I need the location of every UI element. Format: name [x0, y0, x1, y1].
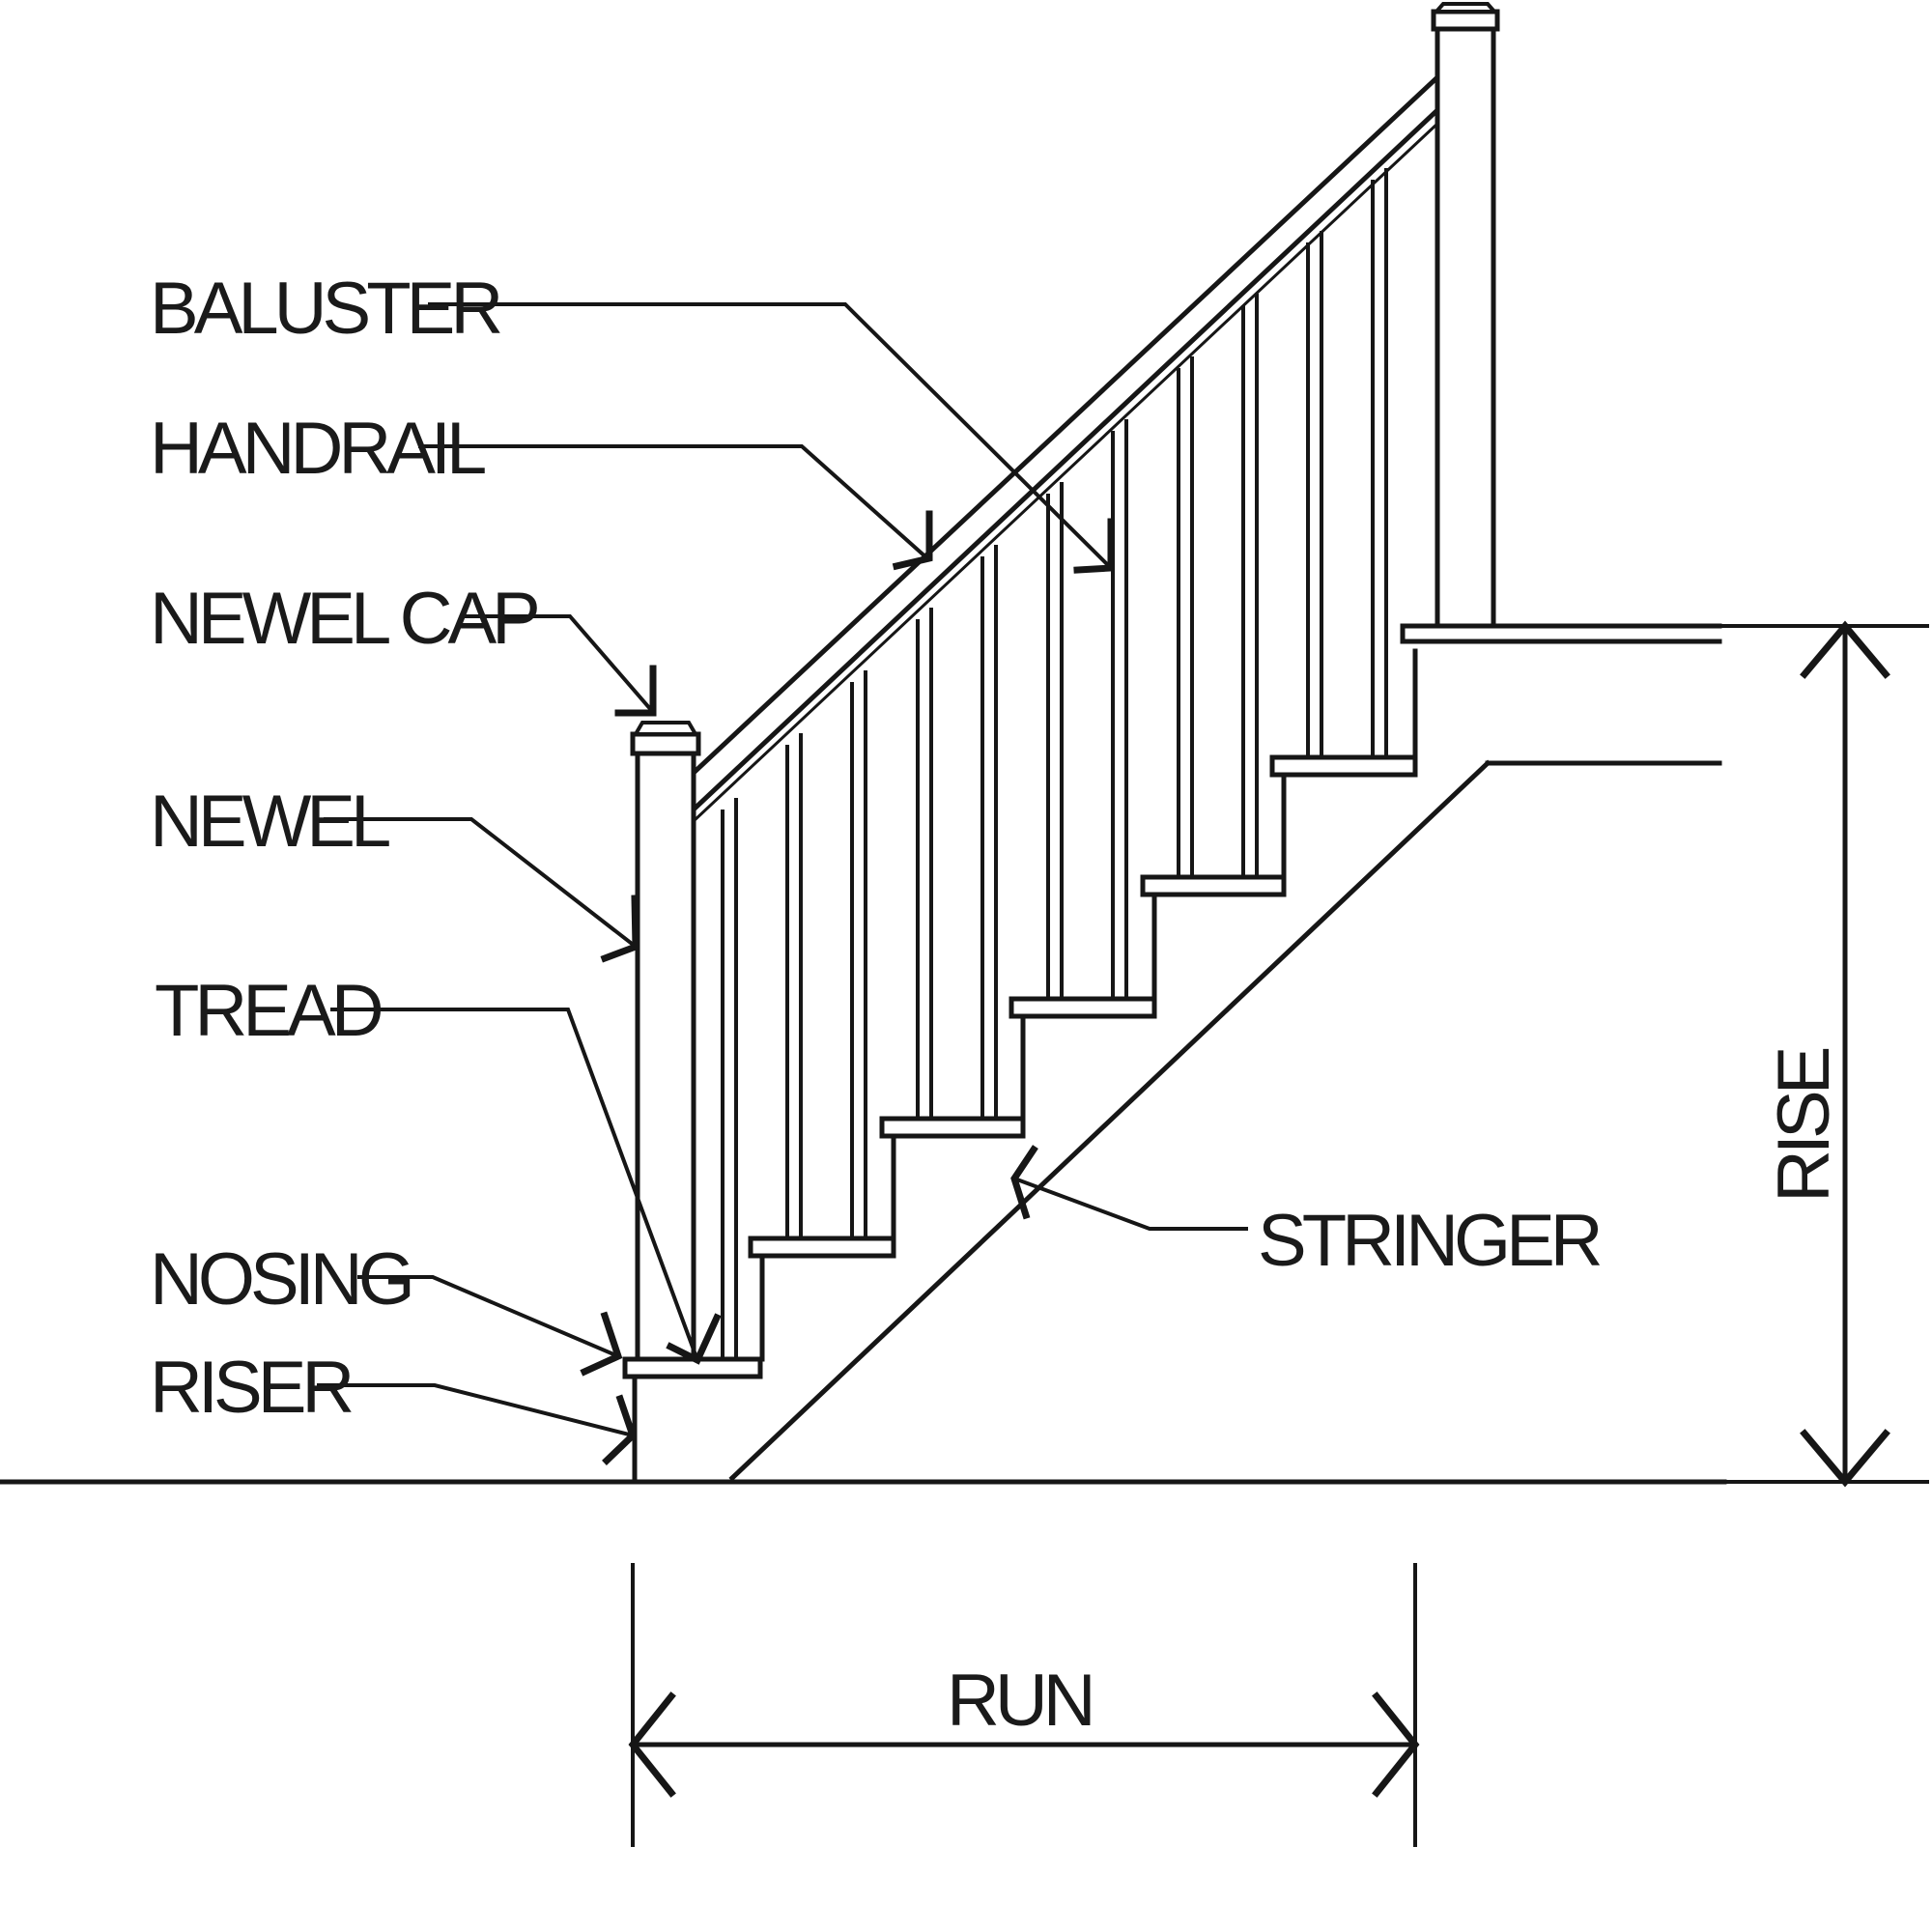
baluster: [1111, 419, 1128, 1001]
rise-dimension: [1713, 620, 1929, 1488]
newel-cap-leader: [465, 614, 657, 717]
nosing-leader: [357, 1275, 623, 1377]
tread: [1009, 996, 1157, 1019]
riser-label: RISER: [150, 1347, 352, 1429]
stair-risers: [632, 648, 1418, 1485]
baluster: [721, 798, 738, 1361]
arrow-left-icon: [628, 1691, 676, 1798]
newel-cap-label: NEWEL CAP: [150, 578, 537, 660]
run-label: RUN: [947, 1660, 1092, 1742]
baluster: [1046, 482, 1064, 1001]
leader-lines: [317, 302, 1248, 1465]
stringer-label: STRINGER: [1258, 1200, 1601, 1282]
tread: [622, 1356, 763, 1379]
handrail-leader: [418, 444, 933, 571]
newel-label: NEWEL: [150, 781, 389, 863]
riser-leader: [317, 1383, 638, 1465]
tread-label: TREAD: [155, 970, 382, 1052]
run-dimension: [628, 1563, 1420, 1847]
arrowhead-icon: [600, 895, 639, 963]
bottom-newel-post: [630, 721, 701, 1362]
tread: [1269, 754, 1418, 778]
newel-cap-top: [632, 721, 699, 736]
stair-treads: [622, 754, 1418, 1379]
baluster: [1371, 168, 1388, 759]
arrowhead-icon: [1073, 518, 1115, 574]
baluster: [1241, 294, 1259, 879]
arrowhead-icon: [614, 665, 657, 717]
arrowhead-icon: [580, 1311, 623, 1377]
arrowhead-icon: [666, 1313, 722, 1365]
baluster: [980, 545, 998, 1121]
baluster: [1306, 231, 1323, 759]
arrowhead-icon: [602, 1394, 638, 1465]
top-newel-post: [1431, 2, 1500, 629]
arrow-up-icon: [1800, 620, 1890, 679]
arrow-right-icon: [1372, 1691, 1420, 1798]
rise-label: RISE: [1763, 1048, 1845, 1203]
baluster: [1177, 356, 1194, 879]
labels: BALUSTER HANDRAIL NEWEL CAP NEWEL TREAD …: [150, 268, 1845, 1742]
newel-cap-base: [630, 731, 701, 756]
tread-leader: [330, 1008, 722, 1365]
baluster: [785, 733, 803, 1240]
arrowhead-icon: [1010, 1145, 1038, 1220]
tread: [879, 1116, 1026, 1139]
baluster: [916, 608, 933, 1121]
arrow-down-icon: [1800, 1429, 1890, 1488]
baluster-label: BALUSTER: [150, 268, 500, 350]
nosing-label: NOSING: [150, 1238, 411, 1321]
handrail: [690, 73, 1441, 824]
handrail-label: HANDRAIL: [150, 408, 485, 490]
stringer: [728, 759, 1722, 1482]
arrowhead-icon: [892, 510, 933, 571]
newel-leader: [324, 817, 639, 963]
stringer-leader: [1010, 1145, 1248, 1231]
baluster-leader: [428, 302, 1115, 574]
tread: [1140, 874, 1287, 897]
balusters: [721, 168, 1388, 1361]
baluster: [850, 670, 867, 1240]
tread: [748, 1236, 896, 1259]
